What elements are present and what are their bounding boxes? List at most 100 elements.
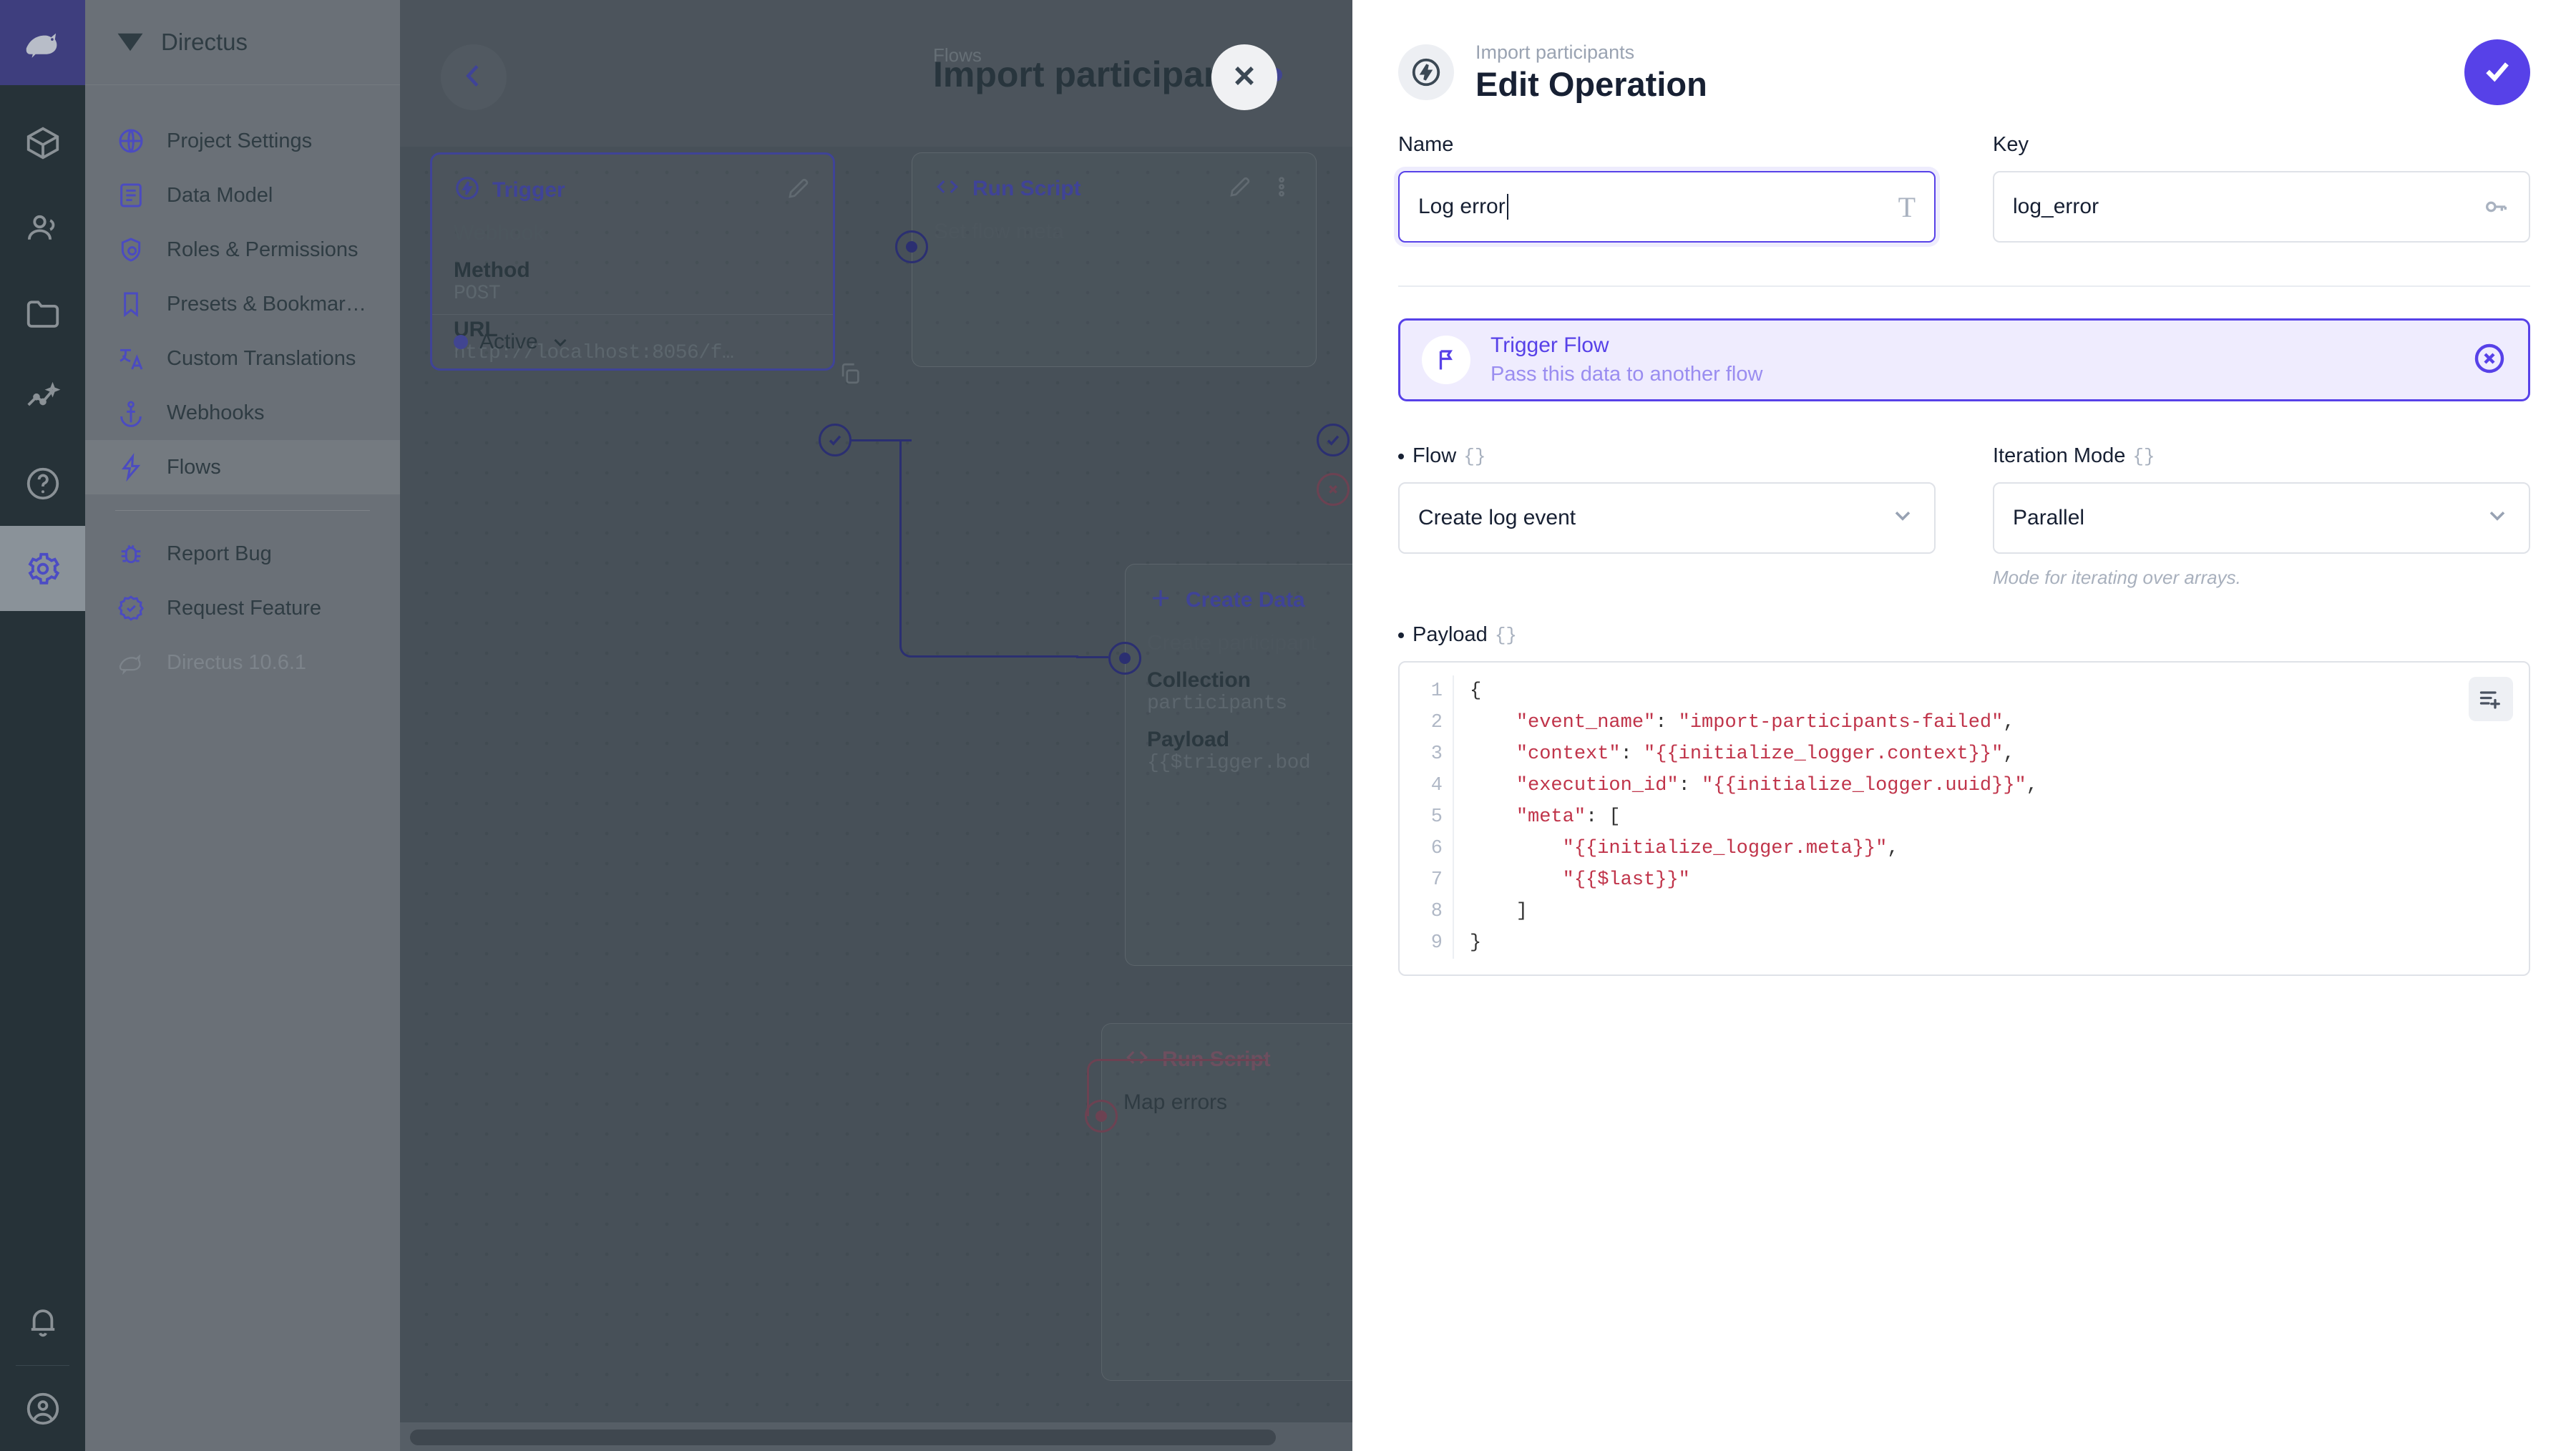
pencil-icon[interactable] <box>786 175 811 205</box>
node-port-input[interactable] <box>1108 642 1141 675</box>
connector-elbow <box>899 439 1078 658</box>
drawer-header: Import participants Edit Operation <box>1352 0 2576 114</box>
badge-check-icon <box>115 592 147 624</box>
arrow-left-icon <box>457 59 490 96</box>
drawer-title: Edit Operation <box>1475 64 1707 103</box>
operation-type-text: Trigger Flow Pass this data to another f… <box>1491 331 1762 389</box>
operation-type-card[interactable]: Trigger Flow Pass this data to another f… <box>1398 318 2530 401</box>
code-line: } <box>1470 932 1482 954</box>
horizontal-scrollbar[interactable] <box>400 1422 1352 1451</box>
edit-operation-drawer: Import participants Edit Operation Name … <box>1352 0 2576 1451</box>
pencil-icon[interactable] <box>1227 174 1253 203</box>
bolt-circle-icon <box>1398 44 1454 100</box>
bookmark-icon <box>115 288 147 320</box>
translate-icon <box>115 343 147 374</box>
directus-mark-icon <box>115 647 147 678</box>
sidebar-item-project-settings[interactable]: Project Settings <box>85 114 400 168</box>
connector-line <box>1076 656 1108 658</box>
copy-url-button[interactable] <box>838 361 1328 389</box>
node-port-input[interactable] <box>1085 1100 1118 1133</box>
line-number: 8 <box>1430 901 1443 922</box>
rail-item-account-icon[interactable] <box>0 1366 85 1451</box>
sidebar-item-request-feature[interactable]: Request Feature <box>85 581 400 635</box>
field-value-method: POST <box>454 283 501 305</box>
braces-icon: {} <box>2132 445 2155 467</box>
clear-operation-button[interactable] <box>2472 341 2507 379</box>
code-content[interactable]: { "event_name": "import-participants-fai… <box>1454 675 2038 959</box>
more-vertical-icon[interactable] <box>1269 174 1294 203</box>
line-number: 4 <box>1430 775 1443 796</box>
key-field-group: Key log_error <box>1993 133 2530 243</box>
field-value-payload: {{$trigger.bod <box>1147 752 1311 774</box>
text-caret <box>1506 194 1508 220</box>
required-indicator <box>1398 632 1404 638</box>
flag-icon <box>1422 336 1470 384</box>
breadcrumb[interactable]: Flows <box>933 44 982 66</box>
field-label-method: Method <box>454 258 530 282</box>
shield-user-icon <box>115 234 147 265</box>
node-port-success[interactable] <box>1317 424 1350 456</box>
key-icon <box>2482 192 2510 221</box>
drawer-breadcrumb[interactable]: Import participants <box>1475 41 1635 64</box>
name-input[interactable]: Log error T <box>1398 171 1936 243</box>
node-type-label: Trigger <box>492 177 565 202</box>
sidebar-item-report-bug[interactable]: Report Bug <box>85 527 400 581</box>
page-title-text: Import participants <box>933 54 1257 94</box>
drawer-body: Name Log error T Key log_error <box>1352 114 2576 976</box>
project-name: Directus <box>161 29 248 55</box>
rail-item-gear-icon[interactable] <box>0 526 85 611</box>
flow-select[interactable]: Create log event <box>1398 482 1936 554</box>
rail-item-folder-icon[interactable] <box>0 270 85 356</box>
rail-item-box-icon[interactable] <box>0 100 85 185</box>
node-port-success[interactable] <box>819 424 852 456</box>
project-logo-icon <box>115 31 145 54</box>
sidebar-item-presets-bookmarks[interactable]: Presets & Bookmar… <box>85 277 400 331</box>
close-circle-icon <box>2472 343 2507 378</box>
scrollbar-thumb[interactable] <box>410 1430 1276 1445</box>
node-header: Create Data <box>1126 565 1352 615</box>
code-line: { <box>1470 680 1482 702</box>
rail-item-people-icon[interactable] <box>0 185 85 270</box>
node-port-input[interactable] <box>895 230 928 263</box>
rail-item-bell-icon[interactable] <box>0 1280 85 1365</box>
icon-rail <box>0 0 85 1451</box>
iteration-mode-hint: Mode for iterating over arrays. <box>1993 567 2241 588</box>
flow-label-text: Flow <box>1413 444 1457 467</box>
canvas-header: Flows Import participants <box>400 0 1352 147</box>
sidebar-item-label: Roles & Permissions <box>167 238 358 261</box>
bolt-icon <box>115 451 147 483</box>
line-number: 1 <box>1430 680 1443 702</box>
flow-node-run-script-1[interactable]: Run Script Set flow meta <box>912 152 1317 367</box>
format-lines-icon[interactable] <box>2469 677 2513 721</box>
node-status[interactable]: Active <box>432 314 833 368</box>
sidebar-item-webhooks[interactable]: Webhooks <box>85 386 400 440</box>
key-input[interactable]: log_error <box>1993 171 2530 243</box>
back-button[interactable] <box>441 44 507 110</box>
node-type-label: Run Script <box>972 176 1081 200</box>
directus-logo-icon[interactable] <box>0 0 85 85</box>
close-drawer-button[interactable] <box>1211 44 1277 110</box>
iteration-mode-select[interactable]: Parallel <box>1993 482 2530 554</box>
iteration-mode-select-value: Parallel <box>2013 506 2085 529</box>
name-field-group: Name Log error T <box>1398 133 1936 243</box>
sidebar-item-data-model[interactable]: Data Model <box>85 168 400 223</box>
rail-item-insights-icon[interactable] <box>0 356 85 441</box>
rail-item-help-icon[interactable] <box>0 441 85 526</box>
flow-node-trigger[interactable]: Trigger Webhook Method POST URL http://l… <box>430 152 835 371</box>
iteration-mode-label: Iteration Mode {} <box>1993 444 2530 468</box>
sidebar-item-roles-permissions[interactable]: Roles & Permissions <box>85 223 400 277</box>
save-button[interactable] <box>2464 39 2530 105</box>
node-actions[interactable] <box>786 175 811 205</box>
line-number: 7 <box>1430 869 1443 891</box>
node-actions[interactable] <box>1227 174 1294 203</box>
flow-canvas[interactable]: Flows Import participants Trigger Webhoo… <box>400 0 1352 1451</box>
node-port-reject[interactable] <box>1317 473 1350 506</box>
flow-node-create-data[interactable]: Create Data Create participant Collectio… <box>1125 564 1352 966</box>
rail-divider <box>16 1365 69 1366</box>
chevron-down-icon[interactable] <box>550 331 571 353</box>
sidebar-item-custom-translations[interactable]: Custom Translations <box>85 331 400 386</box>
sidebar-item-flows[interactable]: Flows <box>85 440 400 494</box>
